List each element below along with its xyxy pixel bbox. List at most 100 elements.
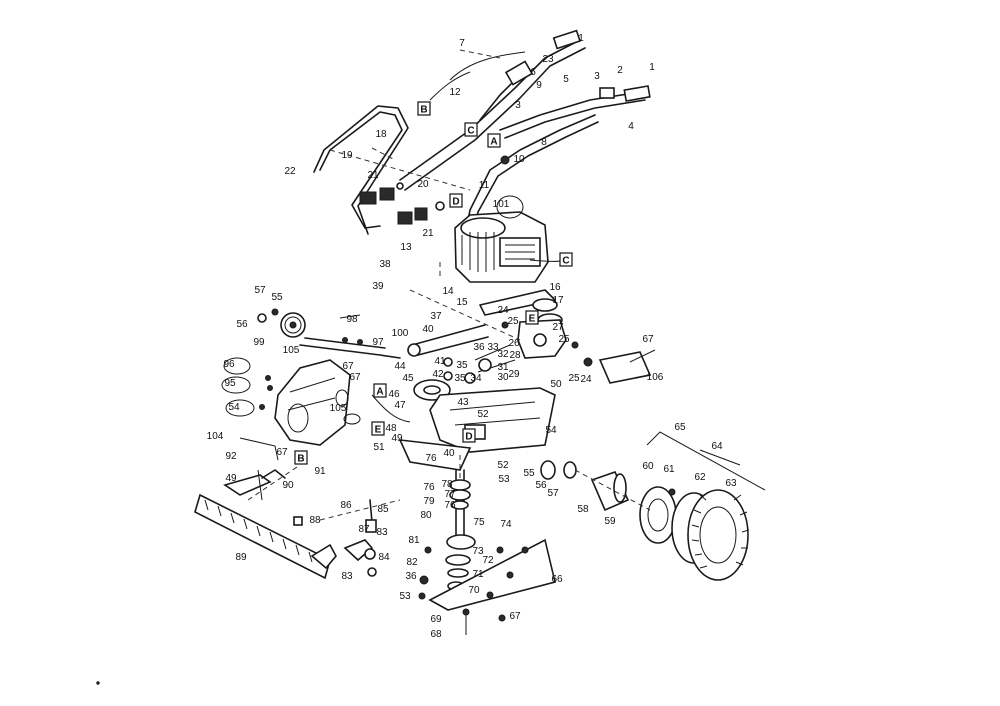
part-number-label: 76 [444,500,456,511]
part-number-label: 91 [314,466,326,477]
part-number-label: 88 [309,515,321,526]
part-number-label: 76 [423,482,435,493]
part-number-label: 32 [497,349,509,360]
part-number-label: 2 [617,65,623,76]
stray-mark [96,681,100,685]
vertical-drive-shaft [343,455,476,600]
part-number-label: 39 [372,281,384,292]
part-number-label: 87 [358,524,370,535]
part-number-label: 20 [417,179,429,190]
part-number-label: 67 [349,372,361,383]
part-number-label: 61 [663,464,675,475]
part-number-label: 25 [558,334,570,345]
part-number-label: 95 [224,378,236,389]
connection-letter: E [375,425,382,436]
part-number-label: 97 [372,337,384,348]
part-number-label: 7 [459,38,465,49]
part-number-label: 86 [340,500,352,511]
part-number-label: 66 [551,574,563,585]
connection-box-frame [371,421,385,436]
part-number-label: 55 [523,468,535,479]
connection-box: D [449,193,463,208]
part-number-label: 55 [271,292,283,303]
part-number-label: 79 [423,496,435,507]
part-number-label: 62 [694,472,706,483]
part-number-label: 106 [647,372,664,383]
part-number-label: 68 [430,629,442,640]
part-number-label: 36 [473,342,485,353]
part-number-label: 101 [493,199,510,210]
part-number-label: 9 [536,80,542,91]
callout-circle [496,195,524,219]
part-number-label: 105 [283,345,300,356]
part-number-label: 35 [454,373,466,384]
part-number-label: 42 [432,369,444,380]
part-number-label: 60 [642,461,654,472]
part-number-label: 47 [394,400,406,411]
part-number-label: 14 [442,286,454,297]
connection-box-frame [373,383,387,398]
part-number-label: 24 [497,305,509,316]
label-strip [598,349,656,384]
part-number-label: 52 [497,460,509,471]
part-number-label: 99 [253,337,265,348]
connection-box: E [371,421,385,436]
part-number-label: 67 [509,611,521,622]
part-number-label: 34 [470,373,482,384]
part-number-label: 89 [235,552,247,563]
part-number-label: 23 [542,54,554,65]
part-number-label: 1 [578,33,584,44]
part-number-label: 18 [375,129,387,140]
callout-circle [223,357,251,375]
part-number-label: 31 [497,362,509,373]
part-number-label: 72 [482,555,494,566]
side-cover [259,359,361,446]
part-number-label: 24 [580,374,592,385]
part-number-label: 65 [674,422,686,433]
part-number-label: 6 [530,67,536,78]
part-number-label: 105 [330,403,347,414]
chassis-frame [398,387,556,471]
connection-box-frame [449,193,463,208]
connection-letter: A [376,387,383,398]
part-number-label: 83 [341,571,353,582]
base-plate [428,538,556,635]
part-number-label: 43 [457,397,469,408]
part-number-label: 44 [394,361,406,372]
part-number-label: 37 [430,311,442,322]
part-number-label: 35 [456,360,468,371]
handlebar-assembly [313,29,651,263]
connection-box: A [373,383,387,398]
part-number-label: 53 [399,591,411,602]
part-number-label: 40 [443,448,455,459]
part-number-label: 96 [223,359,235,370]
part-number-label: 29 [508,369,520,380]
callout-circle [225,399,255,417]
part-number-label: 54 [545,425,557,436]
connection-box: C [559,252,573,267]
engine-block [454,211,567,283]
side-gear [257,308,306,338]
part-number-label: 30 [497,372,509,383]
part-number-label: 56 [236,319,248,330]
connection-letter: A [490,137,497,148]
part-number-label: 98 [346,314,358,325]
part-number-label: 5 [563,74,569,85]
part-number-label: 83 [376,527,388,538]
part-number-label: 52 [477,409,489,420]
connection-box-frame [559,252,573,267]
part-number-label: 59 [604,516,616,527]
part-number-label: 15 [456,297,468,308]
connection-letter: C [562,256,569,267]
part-number-label: 53 [498,474,510,485]
connection-letter: B [420,105,427,116]
connection-box: C [464,122,478,137]
part-number-label: 49 [225,473,237,484]
part-number-label: 27 [552,322,564,333]
part-number-label: 100 [392,328,409,339]
part-number-label: 25 [507,316,519,327]
